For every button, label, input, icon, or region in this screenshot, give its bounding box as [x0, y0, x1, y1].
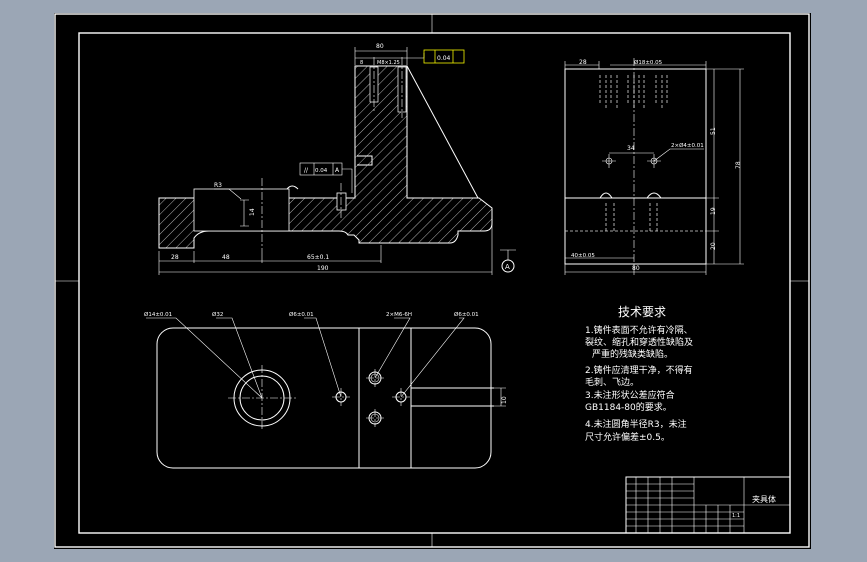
side-dim-78: 78	[735, 161, 742, 169]
tech-line-1: 1.铸件表面不允许有冷隔、	[585, 324, 693, 336]
tech-title: 技术要求	[618, 305, 666, 319]
parallelism-datum: A	[335, 167, 340, 174]
datum-label: A	[505, 263, 510, 271]
side-dim-40: 40±0.05	[571, 253, 595, 259]
top-callout-6a: Ø6±0.01	[289, 311, 314, 318]
front-dim-65: 65±0.1	[307, 254, 329, 261]
side-dim-28: 28	[579, 59, 587, 66]
front-view-rib	[406, 65, 479, 199]
front-dim-28: 28	[171, 254, 179, 261]
front-view-cross-hole	[357, 155, 373, 166]
front-dim-48: 48	[222, 254, 230, 261]
side-dim-20: 20	[710, 242, 717, 250]
cad-viewport[interactable]: 80 8 M8×1.25 0.04 // 0.04 A R3 14 28 48 …	[54, 13, 811, 549]
front-dim-r3: R3	[214, 182, 222, 189]
top-callout-m6: 2×M6-6H	[386, 312, 412, 318]
flatness-value: 0.04	[437, 55, 451, 62]
tech-line-9: 尺寸允许偏差±0.5。	[585, 431, 670, 443]
front-view-bore	[193, 188, 290, 232]
zone-ticks	[55, 14, 809, 547]
front-view: 80 8 M8×1.25 0.04 // 0.04 A R3 14 28 48 …	[158, 43, 516, 275]
title-part-name: 夹具体	[752, 494, 776, 504]
front-view-pin-hole	[336, 192, 347, 211]
front-dim-depth: 14	[249, 208, 256, 216]
side-view-outline	[564, 68, 707, 265]
side-dim-19: 19	[710, 207, 717, 215]
front-dim-thread: M8×1.25	[377, 60, 400, 66]
tech-line-3: 严重的残缺类缺陷。	[592, 348, 673, 360]
top-dim-slot: 10	[501, 396, 508, 404]
tech-line-5: 毛刺、飞边。	[585, 376, 639, 388]
inner-frame	[78, 32, 791, 534]
datum-symbol	[501, 259, 515, 273]
front-dim-total: 190	[317, 265, 329, 272]
flatness-frame	[423, 49, 465, 64]
title-block: 夹具体 1:1	[625, 476, 791, 534]
top-view-slot	[411, 387, 494, 407]
parallelism-value: 0.04	[315, 168, 328, 174]
top-view-outline	[156, 327, 492, 469]
side-dim-51: 51	[710, 127, 717, 135]
title-scale: 1:1	[732, 513, 740, 519]
tech-line-2: 裂纹、缩孔和穿透性缺陷及	[585, 336, 693, 348]
tech-line-7: GB1184-80的要求。	[585, 401, 672, 413]
side-dim-80: 80	[632, 265, 640, 272]
side-dim-hole: 2×Ø4±0.01	[671, 142, 704, 149]
top-callout-32: Ø32	[212, 311, 223, 318]
front-dim-top: 80	[376, 43, 384, 50]
tech-line-6: 3.未注形状公差应符合	[585, 389, 675, 401]
engineering-drawing: 80 8 M8×1.25 0.04 // 0.04 A R3 14 28 48 …	[54, 13, 810, 548]
tech-line-8: 4.未注圆角半径R3，未注	[585, 418, 687, 430]
technical-requirements: 技术要求 1.铸件表面不允许有冷隔、 裂纹、缩孔和穿透性缺陷及 严重的残缺类缺陷…	[585, 305, 693, 443]
front-view-bore-fillet	[286, 185, 299, 190]
side-dim-34: 34	[627, 145, 635, 152]
side-view: 28 Ø18±0.05 34 2×Ø4±0.01 51 19 20 78 40±…	[564, 58, 744, 275]
top-callout-14: Ø14±0.01	[144, 311, 172, 318]
tech-line-4: 2.铸件应清理干净，不得有	[585, 364, 693, 376]
side-dim-18: Ø18±0.05	[634, 59, 663, 66]
front-dim-pin: 8	[360, 60, 363, 66]
parallelism-symbol-icon: //	[304, 167, 309, 174]
top-callout-6b: Ø6±0.01	[454, 311, 479, 318]
top-view: Ø14±0.01 Ø32 Ø6±0.01 2×M6-6H Ø6±0.01 10	[144, 311, 508, 469]
